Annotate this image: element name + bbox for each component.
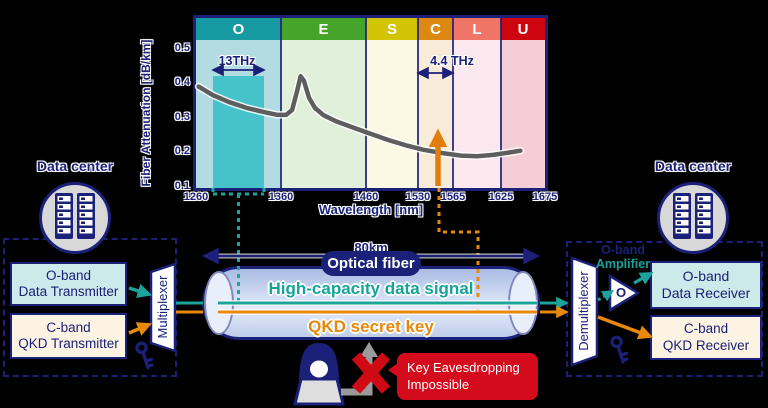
x-axis-label: Wavelength [nm] (318, 202, 424, 217)
tap-attempt-arrow (341, 355, 373, 396)
datacenter-right-label: Data center (654, 158, 732, 174)
datacenter-right (657, 182, 729, 254)
band-label: L (472, 20, 482, 38)
box-line: QKD Transmitter (18, 336, 119, 351)
band-label: C (430, 20, 441, 38)
c-band-bandwidth-label: 4.4 THz (430, 54, 474, 68)
box-line: Data Transmitter (18, 284, 119, 299)
band-label: S (386, 20, 397, 38)
o-band-highlight (213, 76, 264, 188)
box-line: C-band (683, 321, 729, 336)
band-header-E: E (281, 18, 366, 40)
band-separator (280, 18, 282, 188)
o-band-amplifier-label: O-band Amplifier (585, 243, 661, 271)
band-separator (417, 18, 419, 188)
amp-line1: O-band (601, 243, 645, 257)
demultiplexer-label: Demultiplexer (576, 271, 591, 351)
datacenter-left (39, 182, 111, 254)
box-line: QKD Receiver (662, 337, 750, 353)
eavesdrop-callout: Key Eavesdropping Impossible (388, 353, 538, 400)
band-separator (365, 18, 367, 188)
y-tick: 0.3 (174, 111, 190, 123)
band-label: U (517, 20, 529, 38)
box-line: O-band (45, 267, 92, 283)
x-tick: 1460 (353, 191, 379, 203)
server-rack-icon (54, 192, 96, 245)
band-label: E (318, 20, 329, 38)
server-rack-icon (672, 192, 714, 245)
band-bg-S (366, 40, 418, 188)
x-tick: 1260 (183, 191, 209, 203)
box-line: O-band (682, 268, 730, 284)
x-tick: 1360 (268, 191, 294, 203)
box-line: C-band (46, 319, 91, 335)
y-tick: 0.5 (174, 42, 190, 54)
datacenter-left-label: Data center (36, 158, 114, 174)
y-tick: 0.2 (174, 145, 190, 157)
optical-fiber-label: Optical fiber (321, 251, 421, 276)
x-tick: 1625 (488, 191, 514, 203)
band-bg-E (281, 40, 366, 188)
red-x-icon (351, 352, 391, 394)
callout-line1: Key Eavesdropping (407, 360, 520, 375)
band-header-C: C (418, 18, 453, 40)
band-bg-U (501, 40, 545, 188)
tap-arrowhead (360, 342, 378, 357)
multiplexer-label: Multiplexer (155, 275, 170, 339)
y-axis-label: Fiber Attenuation [dB/km] (139, 39, 153, 187)
band-separator (500, 18, 502, 188)
x-tick: 1530 (405, 191, 431, 203)
y-tick: 0.4 (174, 76, 190, 88)
o-band-bandwidth-label: 13THz (218, 54, 256, 68)
band-header-U: U (501, 18, 545, 40)
band-header-O: O (196, 18, 281, 40)
x-tick: 1675 (532, 191, 558, 203)
box-line: Data Receiver (661, 285, 751, 301)
callout-line2: Impossible (407, 377, 470, 392)
data-signal-label: High-capacity data signal (268, 279, 474, 298)
band-label: O (232, 20, 245, 38)
y-tick: 0.1 (174, 180, 190, 192)
amplifier-symbol: O (615, 285, 627, 300)
hacker-icon (293, 343, 345, 406)
band-header-L: L (453, 18, 501, 40)
band-header-S: S (366, 18, 418, 40)
amp-line2: Amplifier (595, 256, 651, 271)
qkd-key-label: QKD secret key (308, 317, 434, 336)
attenuation-chart-frame (193, 15, 548, 191)
band-separator (452, 18, 454, 188)
